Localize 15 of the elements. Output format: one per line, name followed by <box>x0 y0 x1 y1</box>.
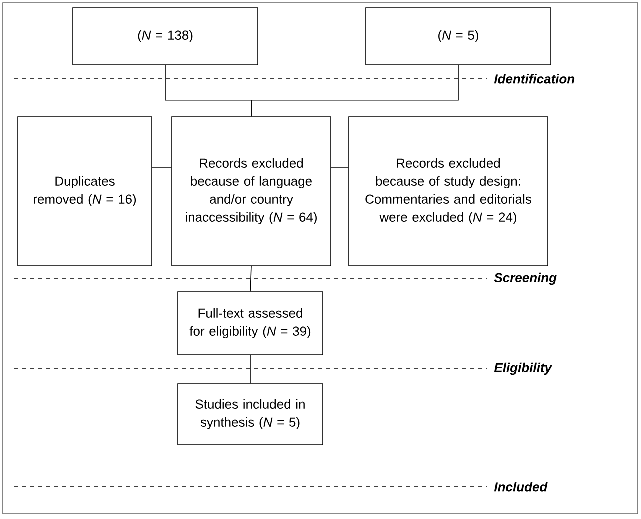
process-box: Full-text assessed for eligibility (N = 39) <box>178 292 324 356</box>
stage-label: Included <box>494 482 548 492</box>
process-box: Records excluded because of language and/or country inaccessibility (N = 64) <box>172 116 332 266</box>
process-box: Duplicates removed (N = 16) <box>18 116 152 266</box>
connector-line <box>152 167 172 168</box>
connector-line <box>331 167 349 168</box>
process-box: Studies included in synthesis (N = 5) <box>178 384 324 446</box>
connector-line <box>250 266 252 292</box>
stage-label: Eligibility <box>494 362 553 376</box>
process-box: (N = 5) <box>366 8 552 66</box>
stage-label: Identification <box>494 74 575 84</box>
connector-line <box>251 65 459 117</box>
process-box: (N = 138) <box>72 8 258 66</box>
process-box: Records excluded because of study design: Commentaries and editorials were excluded (N = 24) <box>348 116 548 266</box>
connector-line <box>250 355 251 384</box>
